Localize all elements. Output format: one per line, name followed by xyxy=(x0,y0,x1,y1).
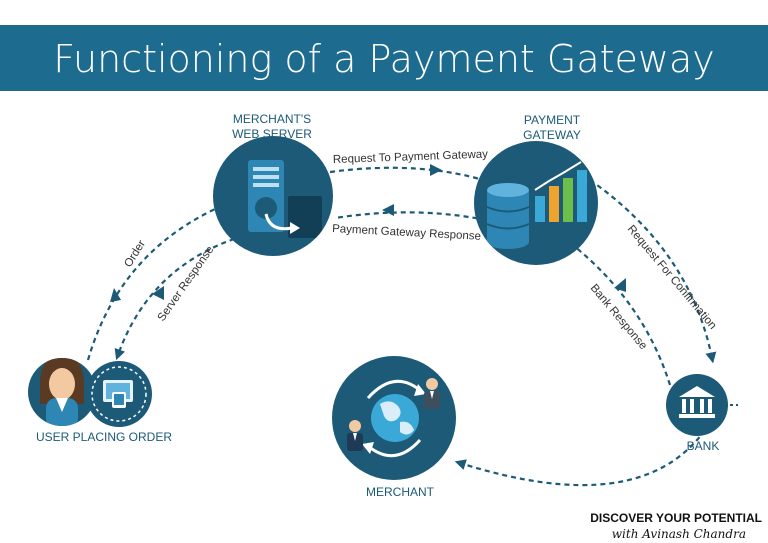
bar-chart-icon xyxy=(534,161,587,222)
user-avatar-icon xyxy=(40,358,84,426)
database-icon xyxy=(486,183,530,249)
bank-label: BANK xyxy=(687,439,720,453)
merchant-web-server-label-1: MERCHANT'S xyxy=(233,112,311,126)
user-label: USER PLACING ORDER xyxy=(36,430,172,444)
bank-node xyxy=(666,374,738,436)
gateway-response-arrow xyxy=(334,211,496,224)
bank-response-label: Bank Response xyxy=(588,282,649,352)
server-response-label: Server Response xyxy=(156,244,217,324)
bank-response-arrowhead xyxy=(614,278,626,292)
payment-gateway-node xyxy=(474,141,598,265)
request-to-gateway-label: Request To Payment Gateway xyxy=(333,149,489,166)
merchant-label: MERCHANT xyxy=(366,485,435,499)
order-arrowhead xyxy=(110,288,121,302)
server-response-arrow xyxy=(114,234,244,361)
businessman-icon-2 xyxy=(347,420,363,451)
gateway-response-arrowhead xyxy=(382,204,394,216)
merchant-web-server-node xyxy=(213,136,333,256)
bank-building-icon xyxy=(679,386,715,418)
request-to-gateway-arrow xyxy=(329,166,491,184)
gateway-response-label: Payment Gateway Response xyxy=(332,223,481,243)
server-response-arrowhead xyxy=(152,286,164,300)
request-gateway-arrowhead xyxy=(430,164,442,176)
devices-icon xyxy=(103,380,133,408)
branding-byline: with Avinash Chandra xyxy=(612,527,746,541)
businessman-icon xyxy=(424,378,440,409)
merchant-web-server-label-2: WEB SERVER xyxy=(232,127,312,141)
payment-gateway-label-2: GATEWAY xyxy=(523,128,581,142)
branding-tagline: DISCOVER YOUR POTENTIAL xyxy=(590,511,762,525)
request-confirmation-label: Request For Confirmation xyxy=(625,223,719,332)
merchant-node xyxy=(332,356,456,480)
curved-arrow-icon xyxy=(264,213,293,231)
request-confirmation-arrow xyxy=(589,179,717,364)
order-label: Order xyxy=(122,238,148,269)
user-node xyxy=(28,358,152,427)
page-title: Functioning of a Payment Gateway xyxy=(53,37,715,81)
bank-to-merchant-arrow xyxy=(454,429,706,487)
header-banner xyxy=(0,25,768,91)
order-arrow xyxy=(86,202,230,361)
payment-gateway-label-1: PAYMENT xyxy=(524,113,581,127)
